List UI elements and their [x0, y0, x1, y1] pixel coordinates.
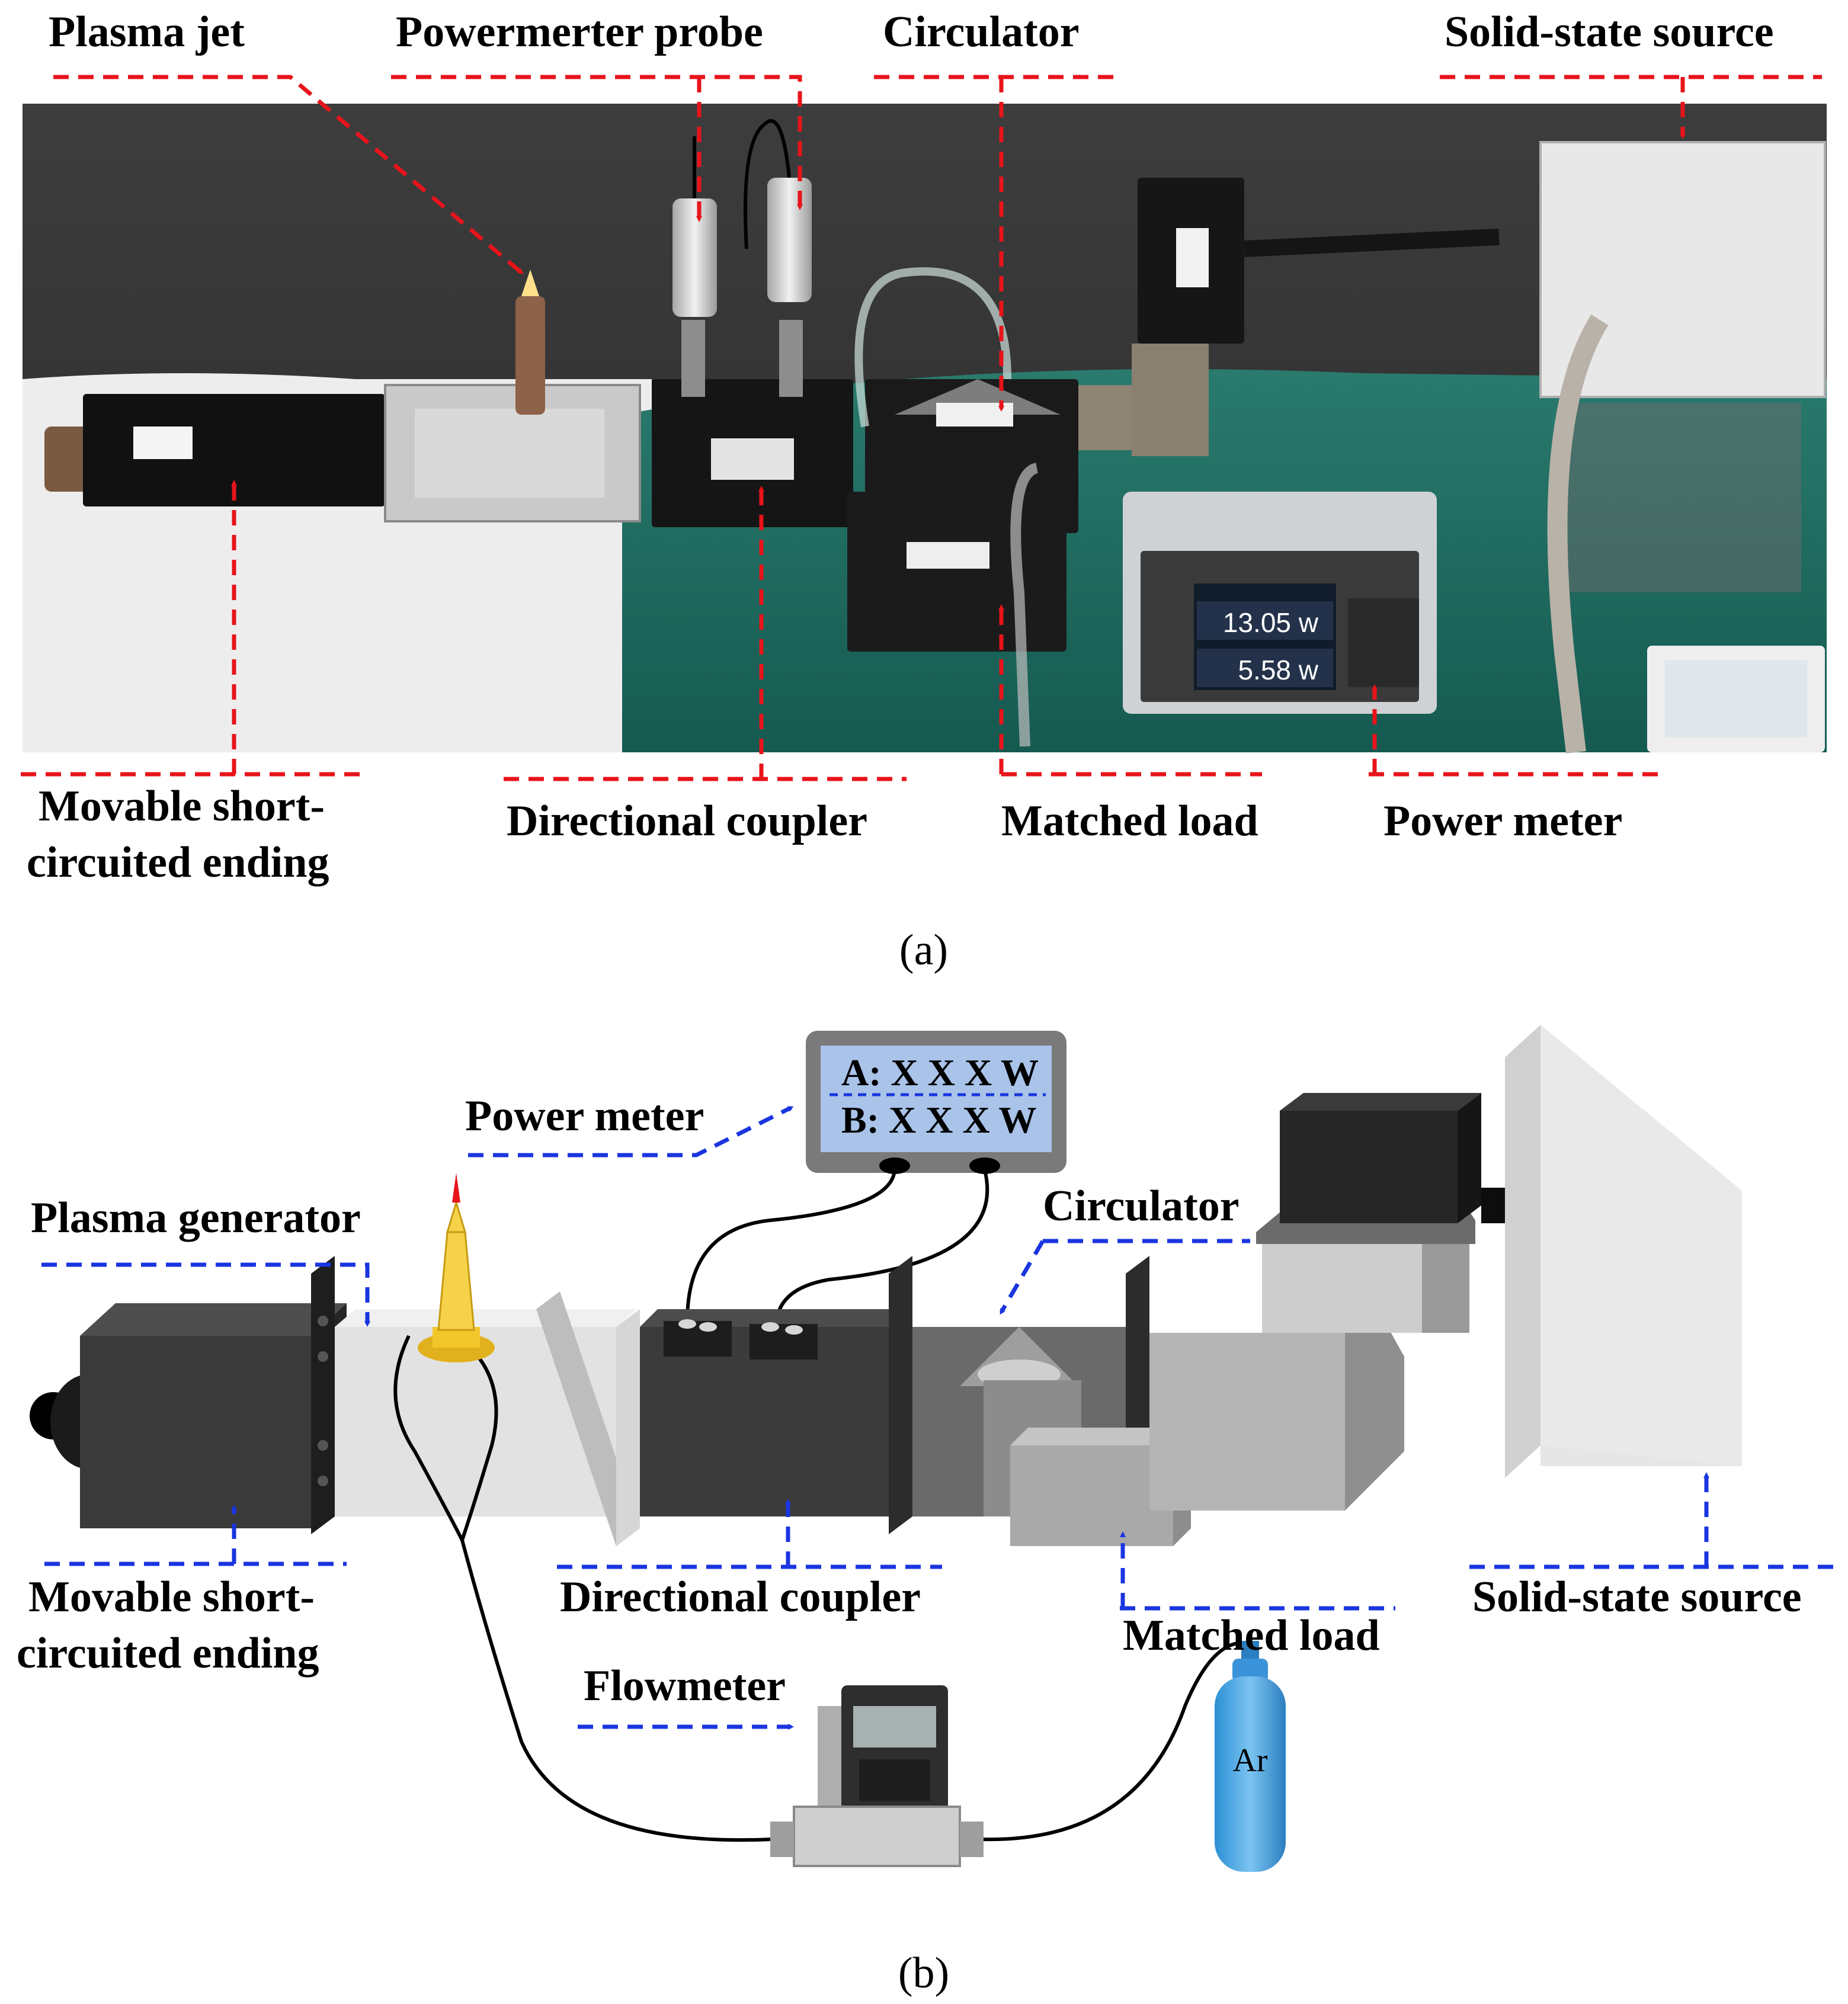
- photo-directional-coupler: [652, 119, 853, 527]
- schematic-solid-state-source: [1505, 1025, 1742, 1478]
- label-powermeter-probe: Powermerter probe: [396, 8, 763, 56]
- label-movable-line2-b: circuited ending: [17, 1629, 319, 1678]
- photo-power-meter: 13.05 w 5.58 w: [1123, 492, 1437, 714]
- label-directional-coupler-b: Directional coupler: [560, 1573, 921, 1621]
- wire-probe-a: [686, 1169, 896, 1322]
- gas-line-flowmeter-cylinder: [983, 1641, 1251, 1842]
- panel-b: A: X X X W B: X X X W: [17, 1025, 1834, 1997]
- label-matched-load-a: Matched load: [1001, 797, 1258, 845]
- panel-a: 13.05 w 5.58 w Plasma jet Powermerter pr…: [21, 8, 1827, 974]
- label-flowmeter: Flowmeter: [584, 1662, 786, 1710]
- schematic-flowmeter: [770, 1685, 984, 1867]
- panel-a-leaders: [21, 75, 1822, 781]
- photo-waveguide-bend: [1078, 178, 1500, 456]
- schematic-movable-short-ending: [30, 1256, 347, 1534]
- schematic-power-meter: A: X X X W B: X X X W: [806, 1031, 1066, 1174]
- photo-solid-state-source: [1539, 141, 1826, 753]
- label-power-meter-b: Power meter: [465, 1092, 704, 1140]
- photo-matched-load: [847, 463, 1066, 747]
- gas-line-generator-flowmeter: [460, 1540, 771, 1842]
- panel-b-leaders: [41, 1105, 1834, 1730]
- panel-a-photo: 13.05 w 5.58 w: [23, 104, 1827, 753]
- meter-display-b: B: X X X W: [841, 1099, 1037, 1141]
- gas-label: Ar: [1232, 1742, 1267, 1779]
- label-plasma-jet: Plasma jet: [49, 8, 245, 56]
- label-movable-line2-a: circuited ending: [27, 838, 329, 887]
- label-directional-coupler-a: Directional coupler: [507, 797, 867, 845]
- label-solid-state-source-b: Solid-state source: [1472, 1573, 1802, 1621]
- flange-1-face: [616, 1309, 640, 1546]
- label-power-meter-a: Power meter: [1383, 797, 1622, 845]
- label-movable-line1-b: Movable short-: [28, 1573, 315, 1621]
- photo-plasma-waveguide: [384, 270, 641, 522]
- meter-readout-a: 13.05 w: [1223, 607, 1319, 638]
- meter-readout-b: 5.58 w: [1238, 655, 1318, 685]
- schematic-argon-cylinder: Ar: [1215, 1641, 1286, 1872]
- label-plasma-generator: Plasma generator: [31, 1194, 361, 1242]
- schematic-directional-coupler: [640, 1256, 912, 1534]
- label-circulator-b: Circulator: [1043, 1182, 1240, 1230]
- label-matched-load-b: Matched load: [1123, 1611, 1380, 1660]
- meter-display-a: A: X X X W: [841, 1051, 1039, 1094]
- caption-b: (b): [898, 1949, 949, 1997]
- label-circulator-a: Circulator: [883, 8, 1080, 56]
- label-solid-state-source-a: Solid-state source: [1445, 8, 1774, 56]
- caption-a: (a): [899, 926, 948, 974]
- label-movable-line1-a: Movable short-: [39, 782, 325, 831]
- wire-probe-b: [774, 1169, 989, 1328]
- flange-1: [536, 1291, 640, 1546]
- schematic-plasma-generator: [335, 1173, 637, 1541]
- photo-movable-short-ending: [44, 394, 385, 506]
